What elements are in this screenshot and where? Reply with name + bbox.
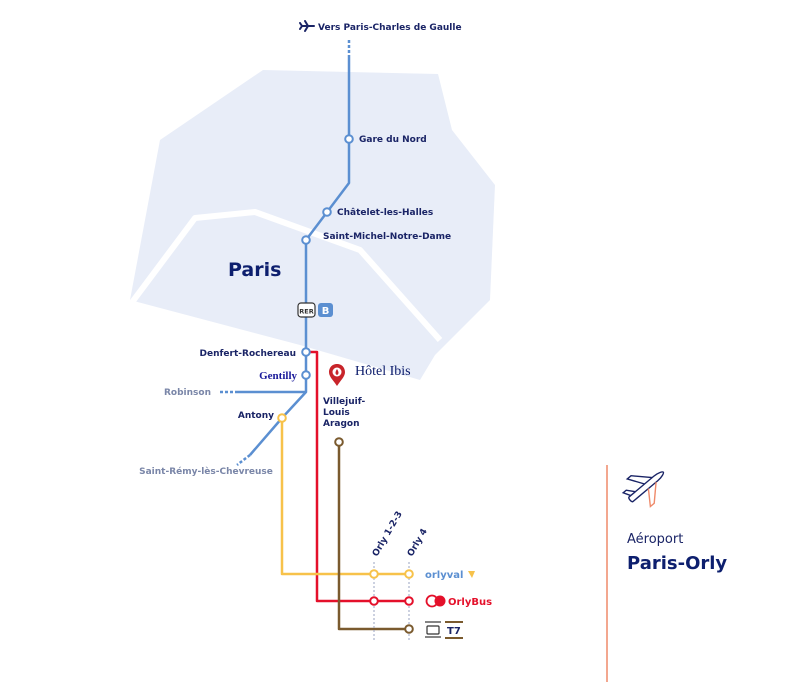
tram-icon [425, 621, 441, 638]
station-orlyval-orly-123[interactable] [369, 569, 379, 579]
label-gare-du-nord: Gare du Nord [359, 135, 427, 145]
station-villejuif[interactable] [334, 437, 344, 447]
map-pin-icon[interactable] [329, 364, 345, 386]
label-saint-michel: Saint-Michel-Notre-Dame [323, 232, 451, 242]
station-orlyval-orly-4[interactable] [404, 569, 414, 579]
svg-text:OrlyBus: OrlyBus [448, 597, 492, 608]
tram-t7-line [337, 442, 409, 631]
legend-orlybus: OrlyBus [425, 594, 492, 608]
label-villejuif-1: Villejuif- [323, 397, 366, 407]
label-chatelet: Châtelet-les-Halles [337, 208, 433, 218]
station-chatelet[interactable] [322, 207, 332, 217]
hotel-label: Hôtel Ibis [355, 364, 411, 379]
svg-text:RER: RER [299, 308, 313, 316]
label-gentilly: Gentilly [259, 370, 297, 382]
rer-badge: RER [297, 302, 316, 318]
cdg-label: Vers Paris-Charles de Gaulle [318, 23, 462, 33]
label-denfert: Denfert-Rochereau [200, 349, 296, 359]
legend-orlyval: orlyval [425, 570, 475, 581]
rer-line-b-badge: B [318, 303, 333, 317]
airplane-icon [621, 471, 665, 508]
label-robinson: Robinson [164, 388, 211, 398]
station-orlybus-orly-4[interactable] [404, 596, 414, 606]
airport-title: Paris-Orly [627, 553, 727, 574]
station-tram-orly-4[interactable] [404, 624, 414, 634]
label-orly-123: Orly 1-2-3 [371, 510, 405, 559]
station-saint-michel[interactable] [301, 235, 311, 245]
svg-text:B: B [322, 306, 330, 317]
label-orly-4: Orly 4 [406, 527, 430, 558]
label-antony: Antony [238, 411, 274, 421]
airport-subtitle: Aéroport [627, 532, 683, 547]
svg-text:T7: T7 [447, 626, 461, 637]
station-antony[interactable] [277, 413, 287, 423]
rer-b-line [249, 58, 351, 456]
label-saint-remy: Saint-Rémy-lès-Chevreuse [139, 466, 273, 477]
city-label: Paris [228, 259, 281, 281]
svg-text:orlyval: orlyval [425, 570, 463, 581]
label-villejuif-2: Louis [323, 408, 350, 418]
legend-tram: T7 [425, 621, 463, 639]
orlybus-logo-icon [425, 594, 446, 608]
seine-river [127, 209, 443, 342]
station-gare-du-nord[interactable] [344, 134, 354, 144]
station-denfert[interactable] [301, 347, 311, 357]
station-orlybus-orly-123[interactable] [369, 596, 379, 606]
orlyval-line [280, 418, 409, 576]
rer-b-dotted-south [236, 454, 251, 466]
orlybus-line [309, 350, 409, 603]
airplane-icon [299, 20, 315, 32]
label-villejuif-3: Aragon [323, 419, 360, 429]
station-gentilly[interactable] [301, 370, 311, 380]
paris-area [130, 70, 495, 380]
